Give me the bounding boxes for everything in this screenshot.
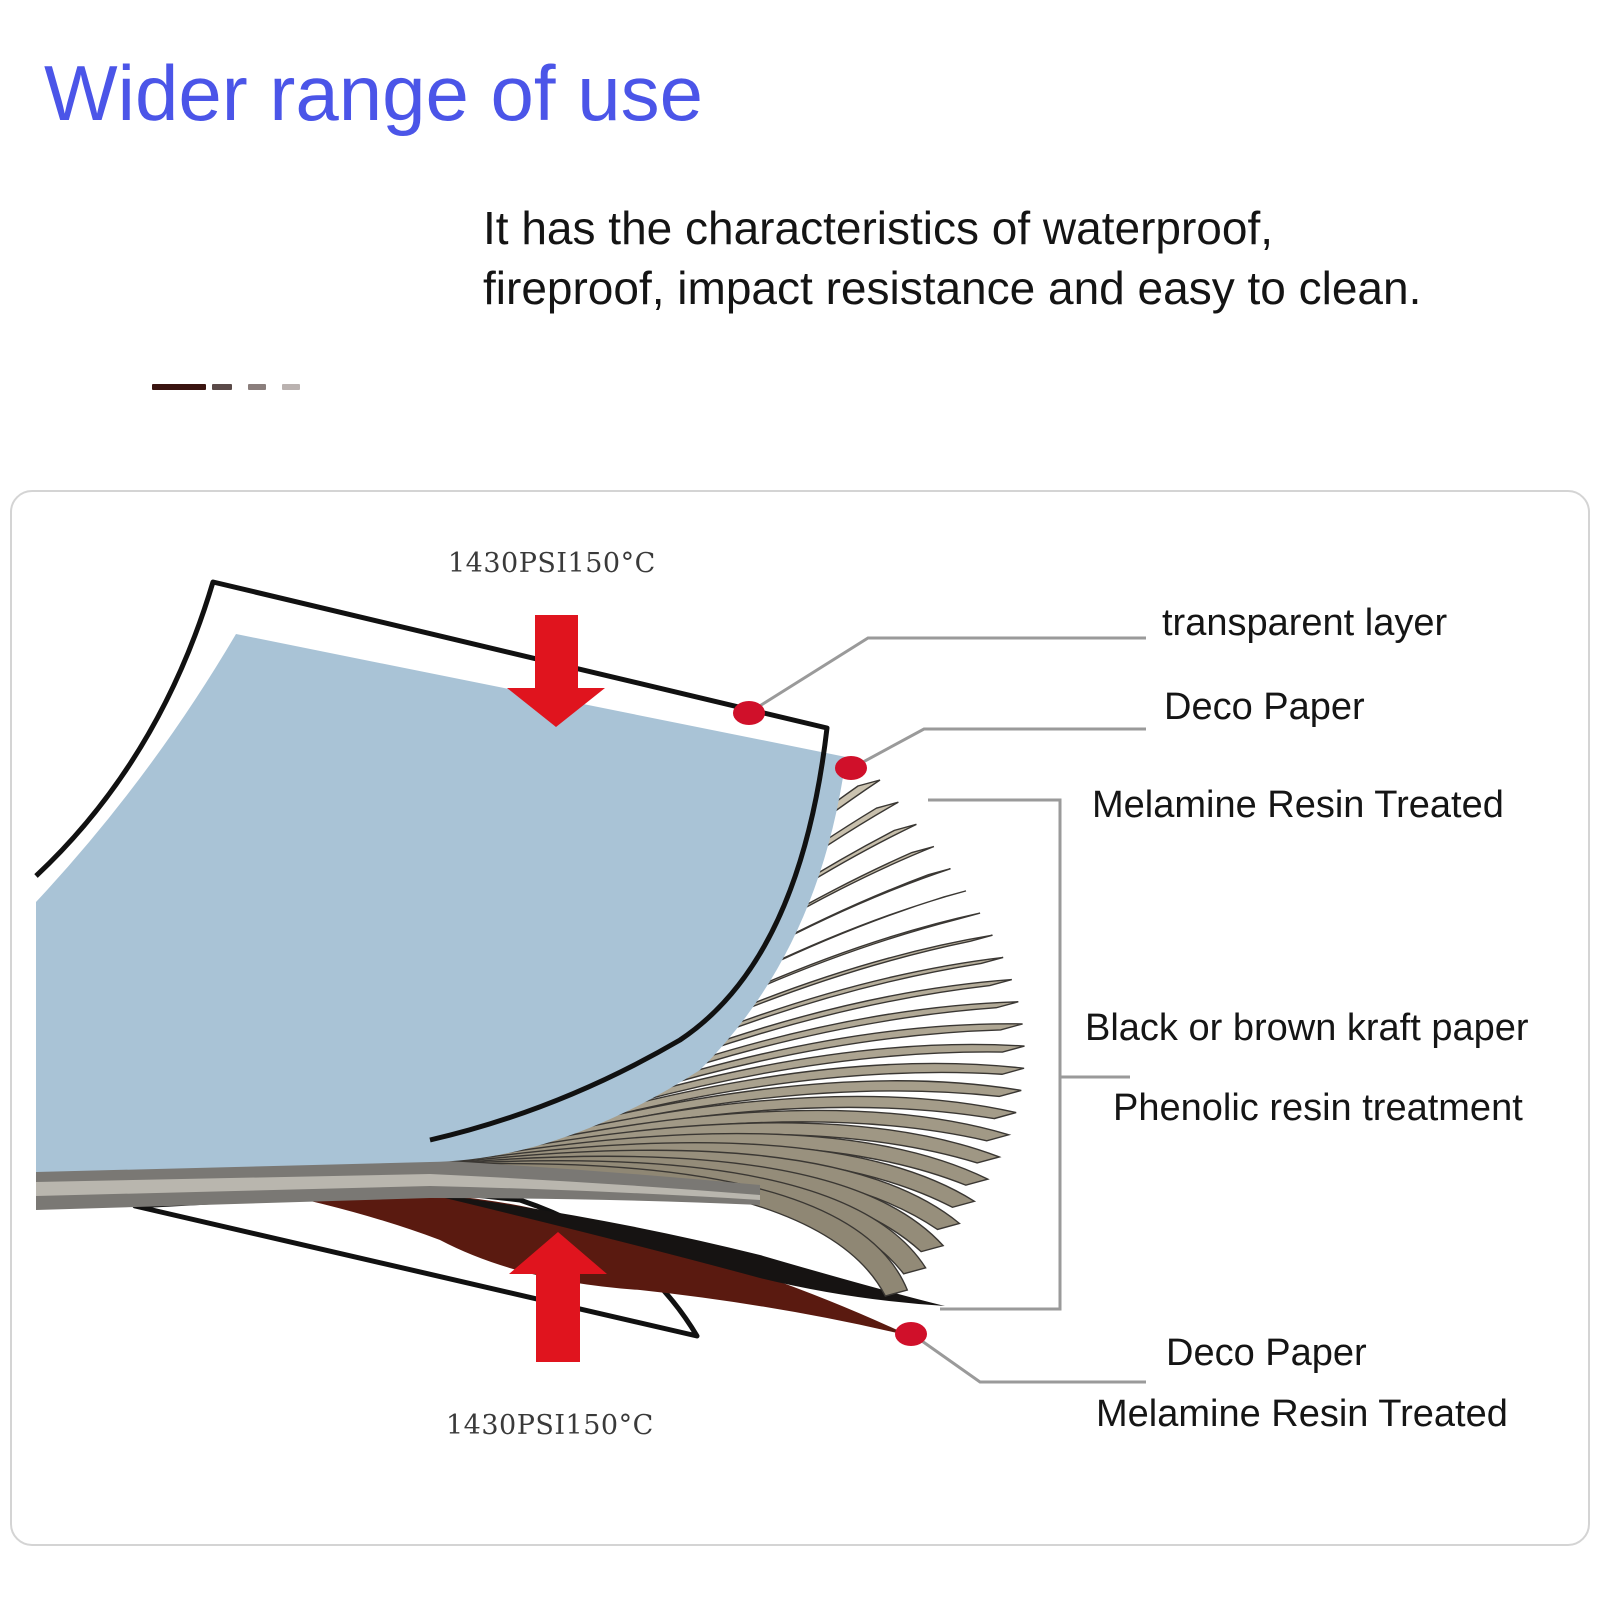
leader-kraft-bracket — [928, 798, 1062, 1311]
layer-stack-edge — [36, 1174, 760, 1200]
leader-deco-paper-bottom — [911, 1332, 1146, 1384]
description: It has the characteristics of waterproof… — [483, 198, 1421, 318]
label-melamine-top: Melamine Resin Treated — [1092, 784, 1504, 826]
page-title: Wider range of use — [44, 49, 704, 137]
pressure-arrow-down — [507, 615, 605, 727]
pressure-label-top: 1430PSI150°C — [448, 548, 656, 579]
leader-transparent-layer — [749, 636, 1146, 714]
label-kraft-paper: Black or brown kraft paper — [1085, 1007, 1529, 1049]
label-melamine-bottom: Melamine Resin Treated — [1096, 1393, 1508, 1435]
label-phenolic: Phenolic resin treatment — [1113, 1087, 1523, 1129]
description-line-1: It has the characteristics of waterproof… — [483, 202, 1274, 254]
marker-transparent-layer — [733, 701, 765, 725]
label-deco-paper-bottom: Deco Paper — [1166, 1332, 1367, 1374]
label-transparent-layer: transparent layer — [1162, 602, 1448, 644]
leader-lines — [749, 636, 1146, 1384]
label-deco-paper-top: Deco Paper — [1164, 686, 1365, 728]
dash-4 — [282, 384, 300, 390]
dash-2 — [212, 384, 232, 390]
marker-deco-paper-bottom — [895, 1322, 927, 1346]
pressure-arrow-up — [509, 1232, 607, 1362]
leader-deco-paper-top — [851, 727, 1146, 770]
bottom-black-sheet — [420, 1192, 945, 1306]
marker-deco-paper-top — [835, 756, 867, 780]
deco-paper-sheet — [36, 634, 846, 1172]
pressure-label-bottom: 1430PSI150°C — [446, 1410, 654, 1441]
dash-1 — [152, 384, 206, 390]
dash-3 — [248, 384, 266, 390]
top-transparent-sheet — [34, 579, 830, 1143]
description-line-2: fireproof, impact resistance and easy to… — [483, 262, 1422, 314]
